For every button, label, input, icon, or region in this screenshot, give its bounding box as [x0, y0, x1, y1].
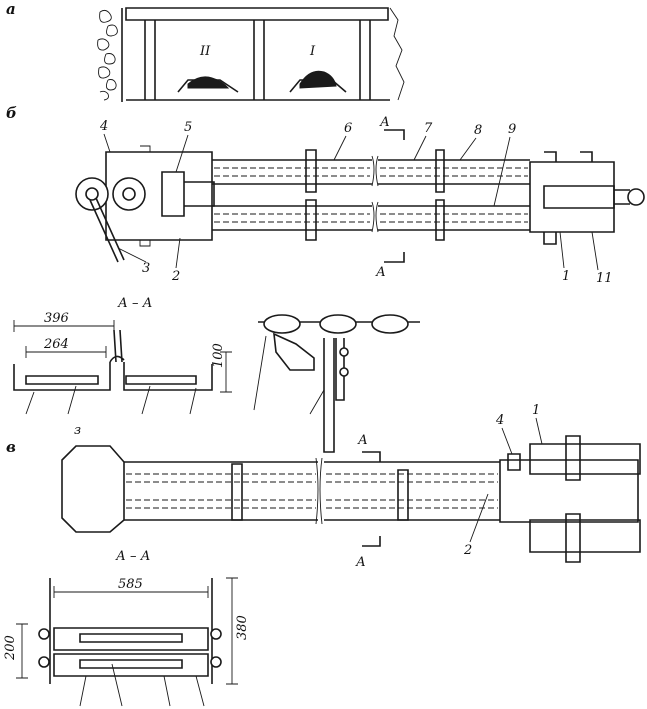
trough-upper — [212, 159, 530, 185]
tail-end-lugs — [543, 151, 593, 245]
figure-c: в з А А 4 1 2 — [6, 403, 641, 570]
bolt-1 — [339, 347, 349, 357]
coupling-shaft — [184, 181, 215, 207]
callout-5: 5 — [184, 120, 192, 135]
chain-bars — [25, 375, 197, 385]
flight-bracket — [273, 332, 315, 371]
chain-link-3 — [371, 314, 409, 334]
figure-c-label: в — [6, 438, 16, 456]
callout-11: 11 — [596, 271, 613, 286]
dim-line-width — [53, 586, 209, 598]
callout-2: 2 — [171, 269, 180, 284]
dim-line-inner — [25, 346, 107, 358]
dim-line-height — [220, 351, 232, 393]
leader-lines-b — [103, 133, 599, 271]
section-c-troughs — [53, 627, 209, 677]
tail-eye — [627, 188, 645, 206]
drive-frame-c — [499, 459, 639, 523]
section-mark-b — [384, 129, 405, 263]
chain-link-2 — [319, 314, 357, 334]
callout-c-1: 1 — [532, 403, 540, 418]
chain-link-1 — [263, 314, 301, 334]
break-lines-c — [315, 457, 323, 525]
figure-a: а II I — [6, 0, 405, 102]
flight-bars-c — [231, 463, 409, 521]
dim-line-height-outer — [226, 577, 238, 685]
dim-line-height-inner — [16, 623, 28, 679]
figure-b-label: б — [6, 104, 17, 122]
callout-8: 8 — [474, 123, 482, 138]
drive-head-left — [105, 151, 213, 241]
roof-beam — [125, 7, 389, 21]
trough-profile — [13, 362, 213, 391]
section-c-title: А – А — [115, 549, 150, 564]
section-marker-top: А — [379, 115, 390, 130]
bolt-c-2 — [38, 656, 50, 668]
leader-lines-c — [469, 417, 543, 543]
leader-lines-section-c — [79, 663, 205, 707]
center-rib — [109, 329, 125, 363]
chamber-label-I: I — [309, 44, 316, 59]
callout-4: 4 — [99, 119, 108, 134]
dim-outer: 396 — [44, 311, 69, 326]
section-c: А – А 585 380 200 — [3, 549, 250, 707]
support-posts — [144, 20, 371, 100]
dim-height: 100 — [211, 343, 226, 368]
conveyor-pile-I — [289, 70, 347, 93]
tail-shaft-housing — [543, 185, 615, 209]
motor-flanges — [565, 435, 581, 563]
flight-bars — [305, 149, 445, 241]
trough-c — [124, 461, 500, 521]
end-mark: з — [74, 423, 81, 438]
section-c-chain-bars — [79, 633, 183, 669]
section-mark-c — [362, 451, 381, 547]
bolt-c-3 — [210, 628, 222, 640]
callout-9: 9 — [508, 122, 516, 137]
leader-lines-section-b — [25, 385, 197, 415]
chamber-label-II: II — [199, 44, 211, 59]
section-marker-c-bottom: А — [355, 555, 366, 570]
trough-lower — [212, 205, 530, 231]
drive-motors-c — [529, 443, 641, 553]
callout-1: 1 — [562, 269, 570, 284]
dim-height-outer: 380 — [235, 615, 250, 640]
section-marker-c-top: А — [357, 433, 368, 448]
callout-c-4: 4 — [495, 413, 504, 428]
figure-a-label: а — [6, 0, 16, 18]
conveyor-pile-II — [177, 76, 239, 93]
tail-rod — [614, 189, 630, 205]
bolt-c-1 — [38, 628, 50, 640]
lever-arm — [89, 197, 125, 263]
dim-height-inner: 200 — [3, 635, 18, 661]
figure-b: б А А 4 5 6 — [6, 104, 645, 286]
rock-wall-right — [389, 7, 405, 101]
callout-c-2: 2 — [463, 543, 472, 558]
chain-detail — [253, 314, 420, 453]
rock-wall-left — [97, 8, 123, 102]
coupling-block — [161, 171, 185, 217]
section-marker-bottom: А — [375, 265, 386, 280]
dim-width: 585 — [118, 577, 143, 592]
bolt-c-4 — [210, 656, 222, 668]
callout-6: 6 — [344, 121, 352, 136]
sprocket-inner — [85, 187, 99, 201]
bolt-2 — [339, 367, 349, 377]
drive-head-lugs — [139, 145, 151, 247]
coupling-c — [507, 453, 521, 471]
leader-lines-chain — [253, 335, 325, 415]
section-b-title: А – А — [117, 296, 152, 311]
callout-7: 7 — [424, 121, 433, 136]
dim-inner: 264 — [43, 337, 69, 352]
tail-end-right — [529, 161, 615, 233]
tail-end-c — [61, 445, 125, 533]
trough-c-chains — [126, 473, 498, 509]
break-lines — [371, 155, 379, 233]
section-b: А – А 396 264 100 — [13, 296, 232, 415]
drive-sprocket-inner — [122, 187, 136, 201]
callout-3: 3 — [142, 261, 150, 276]
